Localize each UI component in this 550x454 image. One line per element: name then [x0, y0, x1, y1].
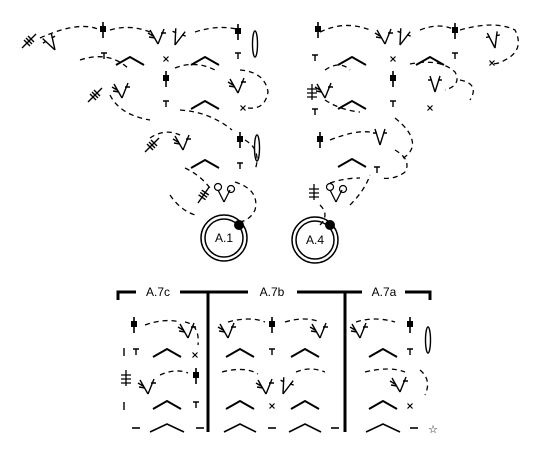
start-marker-icon: [234, 220, 244, 230]
chart-label-a4: A.4: [306, 233, 324, 247]
chart-label-a1: A.1: [215, 231, 233, 245]
chart-a4: A.4: [291, 21, 519, 264]
start-marker-icon: [325, 220, 335, 230]
chart-a1: A.1: [21, 21, 269, 262]
repeat-chart-a7: A.7c A.7b A.7a: [116, 285, 438, 436]
section-label-a7c: A.7c: [146, 285, 170, 299]
section-label-a7b: A.7b: [260, 285, 285, 299]
end-star-icon: ☆: [428, 423, 438, 436]
section-label-a7a: A.7a: [372, 285, 397, 299]
